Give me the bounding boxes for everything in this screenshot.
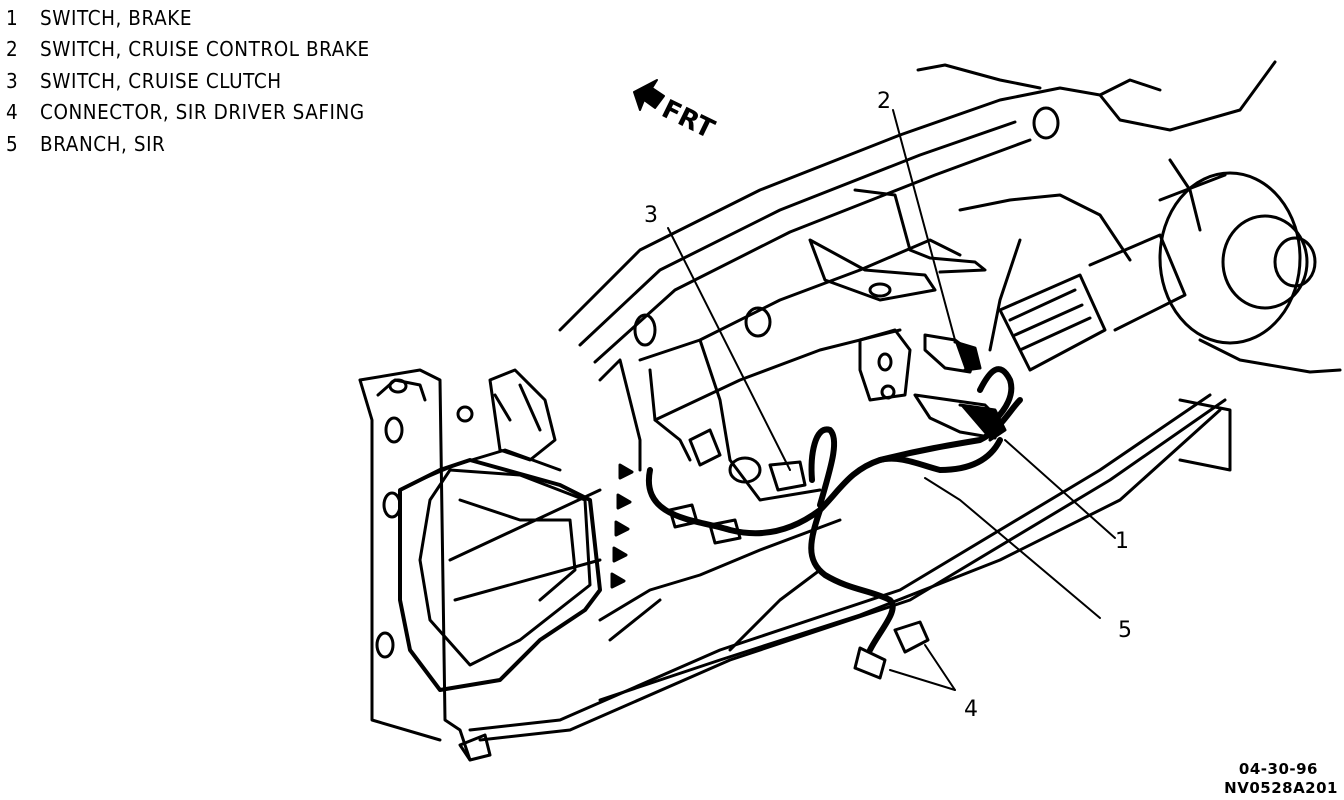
callout-1: 1	[1115, 529, 1129, 554]
legend-number: 4	[6, 100, 19, 125]
parts-legend: 1 SWITCH, BRAKE 2 SWITCH, CRUISE CONTROL…	[6, 2, 401, 160]
kick-panel-bracket	[358, 368, 1227, 762]
legend-label: SWITCH, CRUISE CONTROL BRAKE	[40, 37, 370, 62]
legend-label: CONNECTOR, SIR DRIVER SAFING	[40, 100, 365, 125]
cruise-clutch-switch	[768, 460, 807, 492]
legend-item: 2 SWITCH, CRUISE CONTROL BRAKE	[6, 34, 370, 66]
callout-leader-lines	[667, 109, 1116, 691]
legend-item: 3 SWITCH, CRUISE CLUTCH	[6, 65, 370, 97]
callout-2: 2	[877, 89, 891, 114]
callout-5: 5	[1118, 618, 1132, 643]
callout-3: 3	[644, 203, 658, 228]
harness-connectors	[668, 503, 930, 680]
front-direction-arrow-icon	[633, 79, 665, 111]
callout-4: 4	[964, 697, 978, 722]
cruise-control-brake-switch	[923, 333, 982, 374]
legend-number: 5	[6, 131, 19, 156]
legend-item: 1 SWITCH, BRAKE	[6, 2, 370, 34]
legend-number: 1	[6, 5, 19, 30]
instrument-panel-structure	[558, 60, 1342, 472]
date-code: 04-30-96	[1238, 760, 1318, 778]
legend-label: SWITCH, BRAKE	[40, 5, 193, 30]
wiring-harness	[645, 366, 1023, 653]
legend-item: 5 BRANCH, SIR	[6, 128, 370, 160]
legend-item: 4 CONNECTOR, SIR DRIVER SAFING	[6, 97, 370, 129]
legend-label: SWITCH, CRUISE CLUTCH	[40, 68, 282, 93]
legend-number: 3	[6, 68, 19, 93]
front-direction-label: FRT	[657, 94, 719, 145]
legend-number: 2	[6, 37, 19, 62]
legend-label: BRANCH, SIR	[40, 131, 166, 156]
figure-code: NV0528A201	[1224, 779, 1338, 797]
pedal-mount-bracket	[598, 188, 987, 502]
